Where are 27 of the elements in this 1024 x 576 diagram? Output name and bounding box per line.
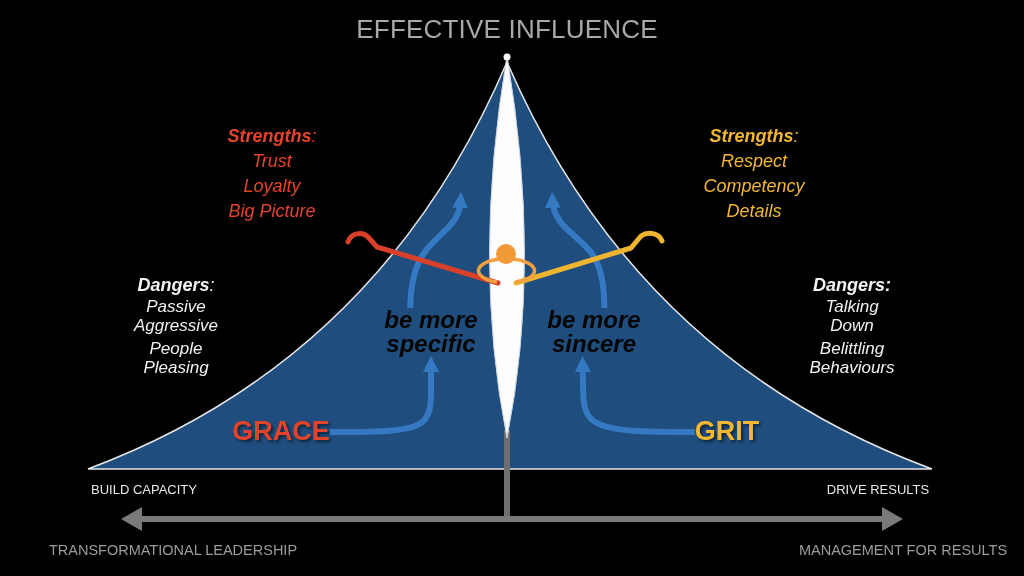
strength-item: Trust [252, 150, 292, 172]
category-heading: GRIT [694, 416, 760, 448]
curved-arrow [329, 356, 439, 435]
strength-item: Respect [721, 150, 787, 172]
danger-item: Talking Down [825, 298, 879, 336]
category-heading: GRACE [232, 416, 330, 448]
axis-end-label: BUILD CAPACITY [91, 482, 197, 498]
strengths-heading: Strengths: [227, 125, 317, 147]
strength-item: Big Picture [228, 200, 316, 222]
axis-caption: MANAGEMENT FOR RESULTS [798, 541, 1008, 559]
curved-arrow [407, 192, 469, 309]
axis-caption: TRANSFORMATIONAL LEADERSHIP [48, 541, 298, 559]
guidance-text: be more specific [379, 308, 483, 356]
strength-item: Loyalty [243, 175, 301, 197]
strengths-heading: Strengths: [709, 125, 799, 147]
danger-item: People Pleasing [143, 340, 209, 378]
strength-item: Details [726, 200, 782, 222]
diagram-title: EFFECTIVE INFLUENCE [356, 15, 658, 45]
dangers-heading: Dangers: [137, 274, 215, 296]
guidance-text: be more sincere [542, 308, 646, 356]
strength-item: Competency [703, 175, 805, 197]
danger-item: Belittling Behaviours [809, 340, 895, 378]
curved-arrow [544, 192, 608, 309]
axis-end-label: DRIVE RESULTS [826, 482, 930, 498]
danger-item: Passive Aggressive [133, 298, 219, 336]
curved-arrow [574, 356, 695, 435]
dangers-heading: Dangers: [813, 274, 891, 296]
